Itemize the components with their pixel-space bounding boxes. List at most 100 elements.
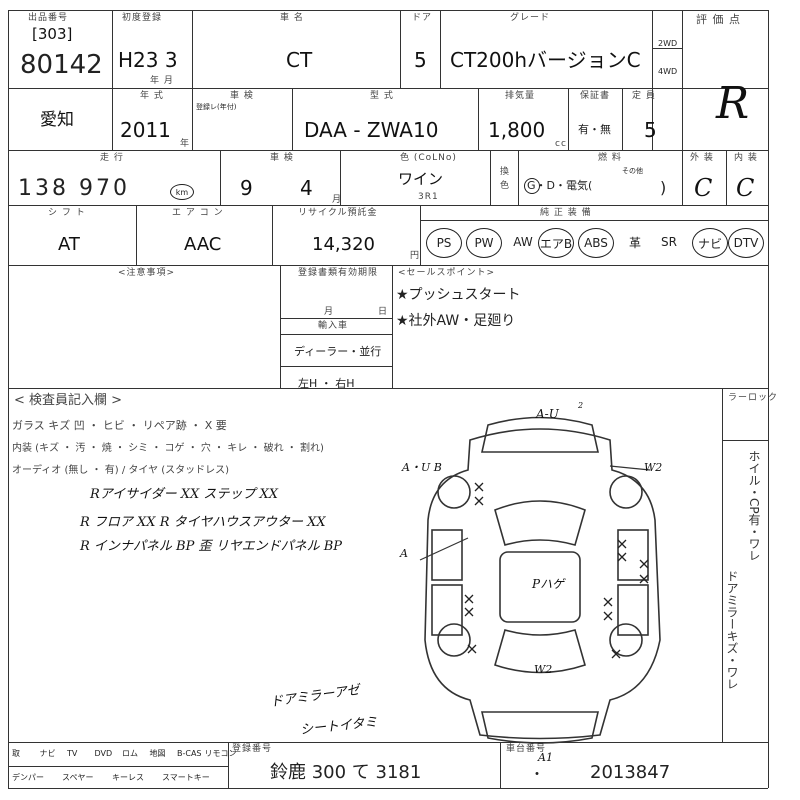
footer-option-2: キーレス (112, 773, 144, 782)
divider (682, 10, 683, 150)
divider (228, 742, 229, 788)
divider (420, 205, 421, 265)
divider (220, 150, 221, 205)
footer-option: TV (67, 749, 78, 758)
notes-label: <注意事項> (118, 268, 176, 278)
vin-dot: ・ (530, 767, 544, 783)
divider (280, 265, 281, 388)
doors-label: ドア (412, 13, 433, 23)
divider (8, 766, 228, 767)
divider (622, 88, 623, 150)
divider (280, 318, 392, 319)
plate-label: 登録番号 (232, 744, 273, 754)
exterior-label: 外 装 (690, 153, 714, 163)
divider (652, 10, 653, 150)
equipment-ナビ-circled: ナビ (692, 228, 728, 258)
divider (440, 10, 441, 88)
check-month: 9 (240, 176, 253, 200)
displacement: 1,800 (488, 118, 546, 142)
equipment-dtv-circled: DTV (728, 228, 764, 258)
deadline-label: 登録書類有効期限 (298, 268, 379, 278)
divider (8, 788, 768, 789)
mark-left-front: A・U B (402, 461, 442, 474)
interior-label: 内 装 (734, 153, 758, 163)
seats-label: 定 員 (632, 91, 656, 101)
inspection-title: < 検査員記入欄 > (14, 393, 123, 408)
exterior-value: C (694, 174, 713, 202)
score-label: 評 価 点 (696, 13, 741, 26)
divider (112, 10, 113, 88)
year-suffix: 年 (180, 139, 191, 149)
footer-option: 取 (12, 749, 20, 758)
divider (192, 10, 193, 88)
color-label: 色 (CoLNo) (400, 153, 457, 163)
shift-value: AT (58, 234, 80, 255)
mark-rear: W2 (534, 663, 553, 676)
mileage-unit: km (175, 187, 189, 197)
mileage-value: 138 970 (18, 176, 130, 201)
fuel-selected-circle (524, 178, 540, 194)
equipment-aw: AW (513, 235, 533, 249)
divider (8, 88, 768, 89)
divider (420, 220, 768, 221)
inspection-line-interior: 内装 (キズ ・ 汚 ・ 焼 ・ シミ ・ コゲ ・ 穴 ・ キレ ・ 破れ ・… (12, 443, 324, 454)
divider (8, 10, 9, 788)
divider (340, 150, 341, 205)
deadline-month: 月 (324, 307, 335, 317)
fuel-other: その他 (622, 167, 643, 175)
divider (8, 205, 768, 206)
year-label: 年 式 (140, 91, 164, 101)
divider (292, 88, 293, 150)
shift-label: シ フ ト (48, 208, 86, 218)
lot-label: 出品番号 (28, 13, 69, 23)
footer-option: DVD (94, 749, 113, 758)
car-name: CT (286, 48, 313, 72)
divider (112, 88, 113, 150)
sales-label: <セールスポイント> (398, 268, 496, 278)
check-label: 車 検 (270, 153, 294, 163)
right-column-label: ラーロック (728, 393, 779, 403)
ac-value: AAC (184, 234, 222, 255)
chassis-sub: 登録レ(年付) (196, 103, 237, 111)
footer-option: リモコン (204, 749, 237, 758)
footer-option: B-CAS (177, 749, 202, 758)
fuel-label: 燃 料 (598, 153, 622, 163)
footer-option: ロム (122, 749, 138, 758)
mark-right-front: W2 (644, 461, 663, 474)
vin-label: 車台番号 (506, 744, 547, 754)
divider (192, 88, 193, 150)
sales-point-1: ★プッシュスタート (396, 287, 521, 303)
vin-value: 2013847 (590, 762, 671, 783)
fuel-options: G・D・電気( (527, 179, 593, 192)
equipment-ps-circled: PS (426, 228, 462, 258)
doors-value: 5 (414, 48, 427, 72)
divider (652, 48, 682, 49)
deadline-day: 日 (378, 307, 389, 317)
reg-date: H23 3 (118, 48, 178, 72)
footer-option: ナビ (39, 749, 56, 758)
divider (726, 150, 727, 205)
mark-roof: Pハゲ (532, 577, 565, 591)
reg-month-label: 年 月 (150, 76, 174, 86)
equip-label: 純 正 装 備 (540, 208, 592, 218)
equipment-pw-circled: PW (466, 228, 502, 258)
divider (682, 150, 683, 205)
divider (722, 440, 768, 441)
divider (478, 88, 479, 150)
divider (768, 10, 769, 788)
grade-label: グレード (510, 13, 551, 23)
equipment-革: 革 (628, 235, 641, 250)
lot-number: 80142 (20, 50, 103, 80)
divider (280, 334, 392, 335)
mileage-unit-circle: km (170, 184, 194, 200)
inspection-line-audio: オーディオ (無し ・ 有) / タイヤ (スタッドレス) (12, 465, 230, 476)
mark-front: A-U (536, 407, 559, 421)
hand-note-2: R フロア XX R タイヤハウスアウター XX (80, 515, 326, 530)
hand-note-3: R インナパネル BP 歪 リヤエンドパネル BP (80, 539, 343, 554)
drive-4wd: 4WD (658, 67, 678, 76)
divider (8, 388, 768, 389)
dealer-option: ディーラー・並行 (294, 345, 382, 358)
footer-option: 地図 (149, 749, 166, 758)
